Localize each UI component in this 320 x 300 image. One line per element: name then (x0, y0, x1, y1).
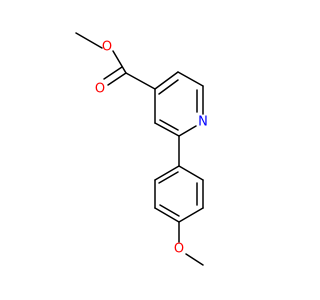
bond-oxygen-carbonyl-carbon (112, 50, 127, 74)
bond-ph-c3-c4-inner (159, 204, 180, 217)
bond-ph-c6-c1 (178, 165, 204, 181)
bond-ring-c6-c5-inner (159, 119, 179, 131)
bond-ring-c3-c2 (177, 71, 204, 87)
bond-carbonyl-double-b (103, 66, 123, 80)
bond-ring-c4-c3 (154, 71, 179, 90)
bond-carbonyl-double-a (107, 72, 127, 86)
pyridine-nitrogen-label: N (198, 115, 208, 130)
methoxy-oxygen-label: O (174, 242, 184, 257)
bond-layer (75, 32, 204, 266)
bond-ring-c3-c3-inner (158, 79, 179, 95)
ester-oxygen-label: O (102, 40, 112, 55)
bond-ring-n-c6 (178, 125, 197, 137)
structure-canvas: O O N O (75, 32, 208, 266)
bond-carbonyl-ring (125, 72, 156, 90)
bond-ph-c4-c5 (178, 207, 204, 223)
bond-ph-c1-c2 (154, 165, 180, 181)
bond-ring-c6-c5 (154, 122, 180, 137)
carbonyl-oxygen-label: O (95, 82, 105, 97)
bond-methoxy-methyl (185, 253, 204, 266)
molecule-diagram: O O N O (75, 32, 208, 266)
bond-methyl-oxygen (75, 32, 103, 49)
atom-label-layer: O O N O (95, 40, 208, 257)
bond-ph-c1-c2-inner (158, 171, 179, 184)
bond-ph-c3-c4 (154, 207, 180, 223)
